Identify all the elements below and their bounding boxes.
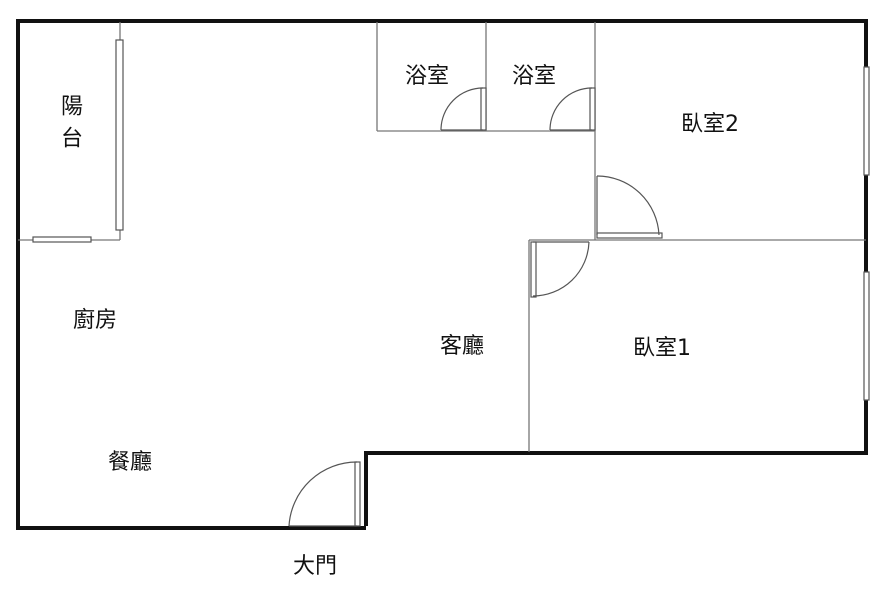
room-label-bedroom-2: 臥室2 (681, 112, 739, 137)
room-label-kitchen: 廚房 (73, 308, 118, 333)
room-label-bath-2: 浴室 (512, 64, 557, 89)
room-label-living-room: 客廳 (440, 334, 485, 359)
door-bath-2 (549, 87, 596, 131)
window-balcony-vertical (115, 39, 124, 231)
door-entrance (288, 461, 361, 527)
doors (288, 87, 663, 527)
window-bedroom-2 (863, 66, 870, 176)
exterior-wall (16, 19, 868, 530)
room-label-bedroom-1: 臥室1 (633, 336, 691, 361)
door-bedroom-1 (530, 241, 590, 298)
room-label-dining-room: 餐廳 (108, 450, 153, 475)
entrance-label: 大門 (293, 554, 338, 579)
room-label-balcony: 陽台 (57, 94, 82, 158)
window-bedroom-1 (863, 271, 870, 401)
windows (32, 39, 870, 401)
door-bath-1 (440, 87, 487, 131)
window-balcony-horizontal (32, 236, 92, 243)
room-label-bath-1: 浴室 (405, 64, 450, 89)
door-bedroom-2 (596, 175, 663, 239)
